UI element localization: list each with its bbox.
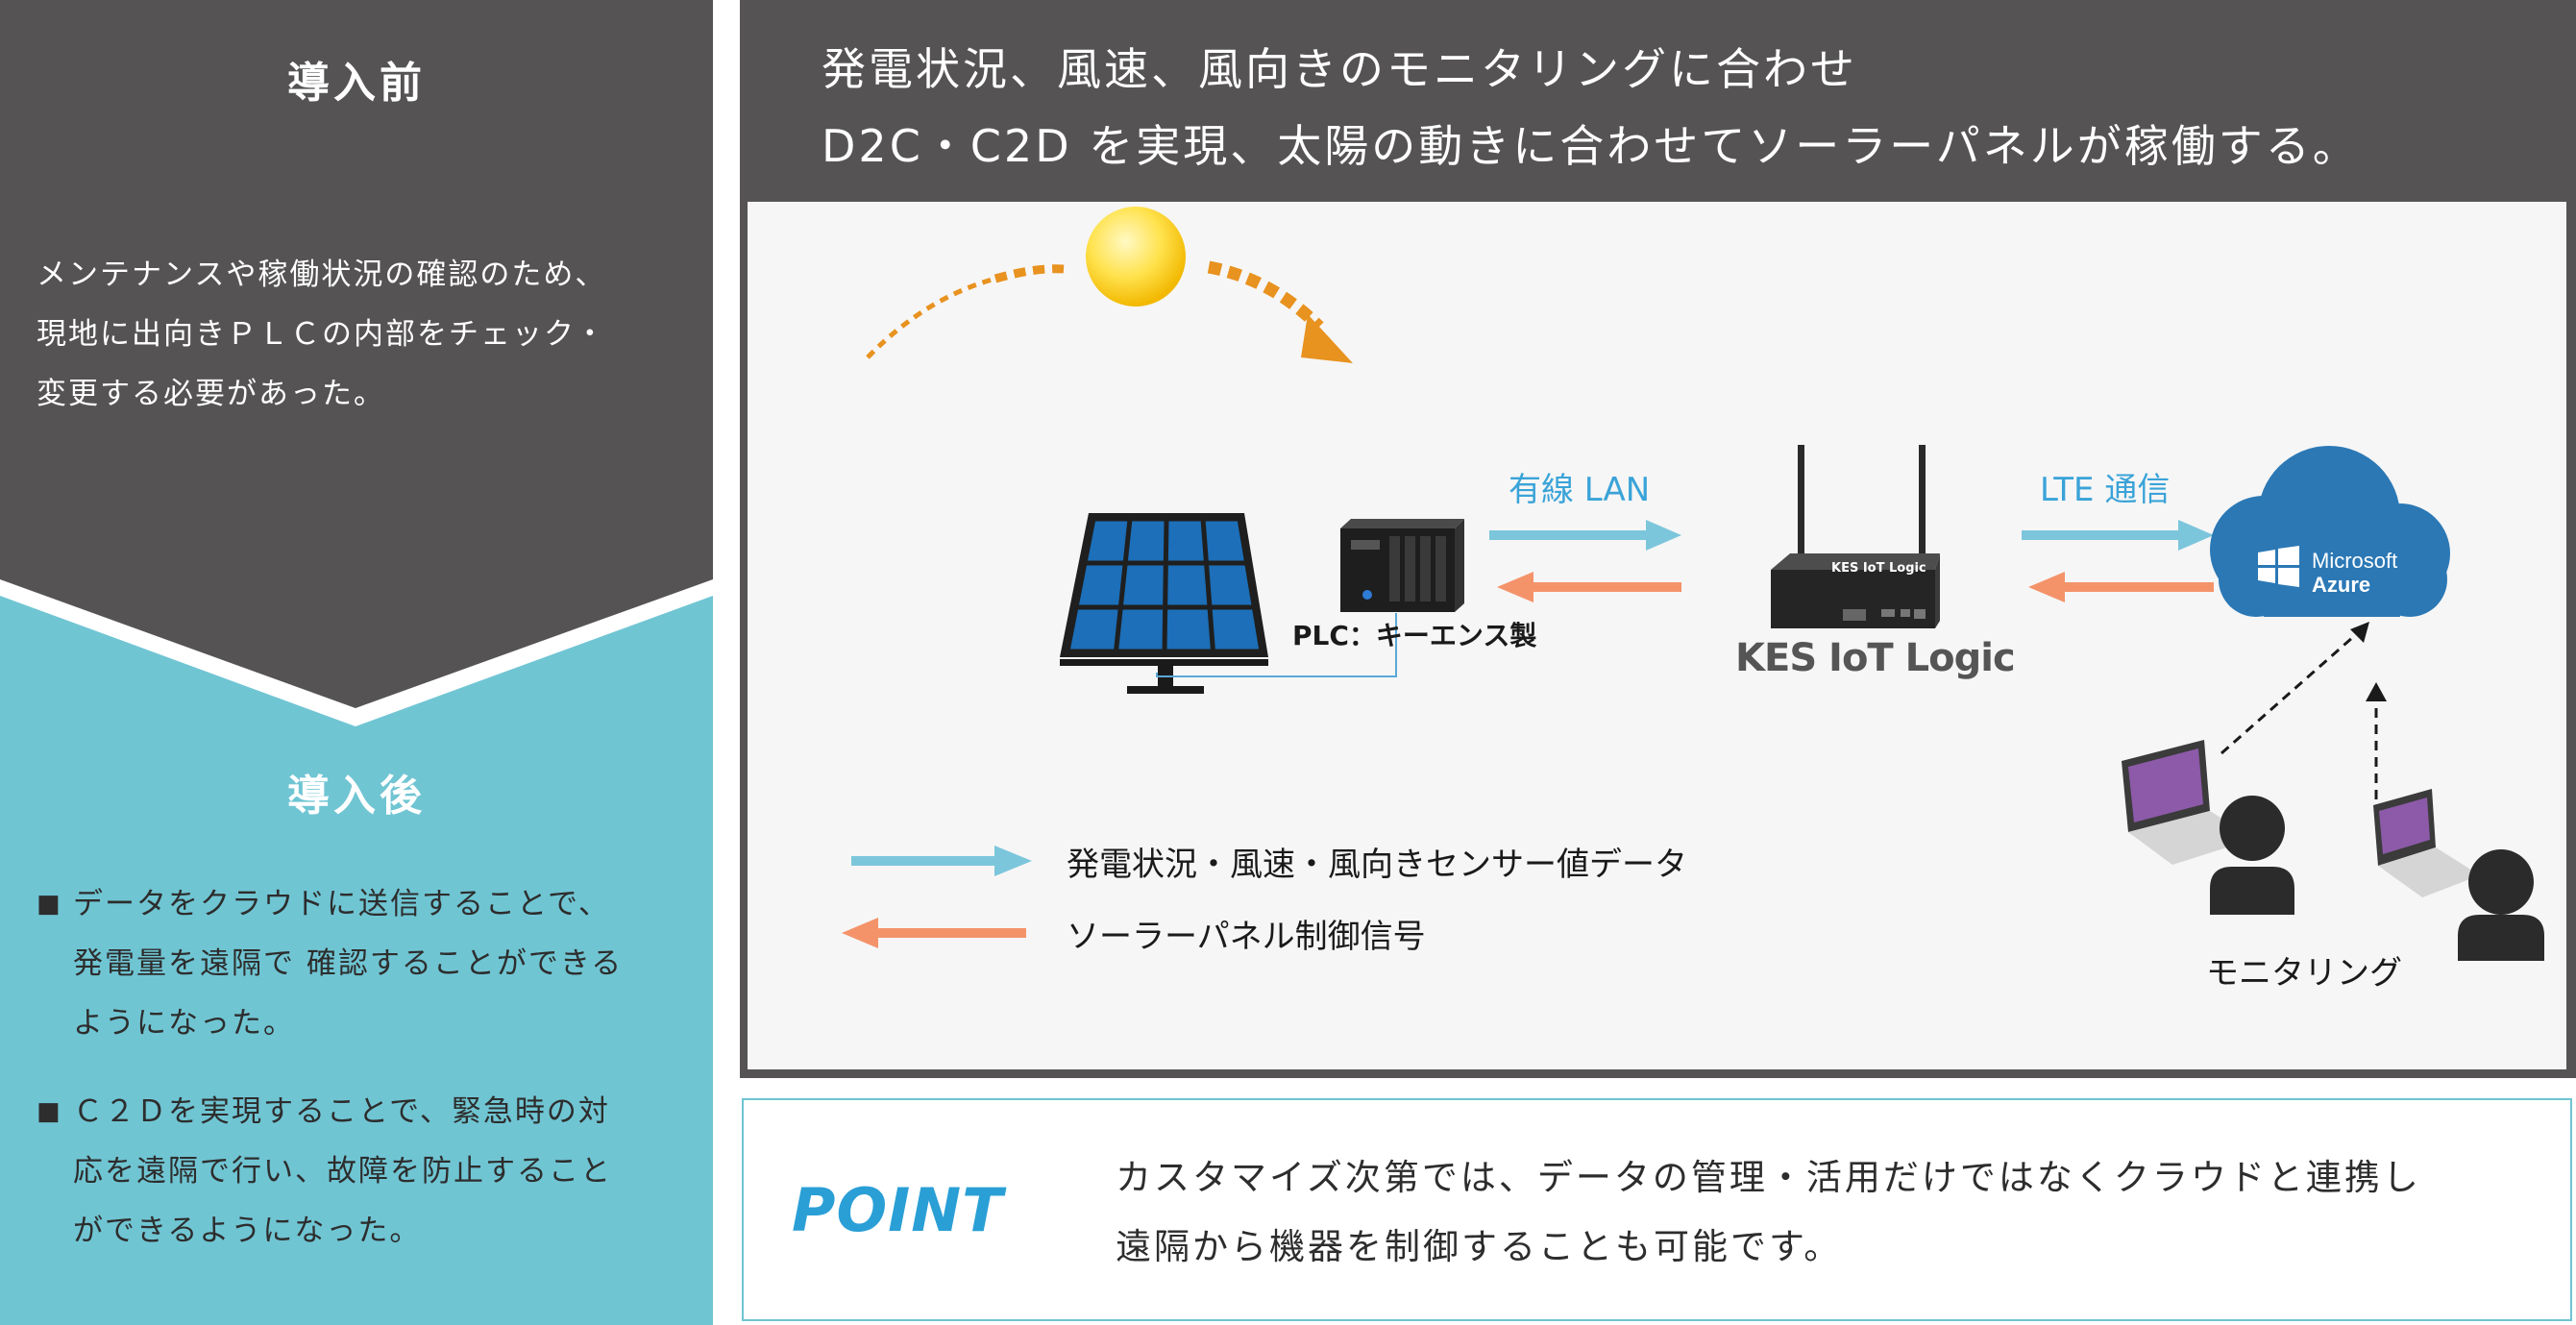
system-diagram: Microsoft Azure xyxy=(842,207,2544,961)
before-line: 変更する必要があった。 xyxy=(37,377,385,411)
lte-control-arrow xyxy=(2028,572,2214,602)
wired-lan-label: 有線 LAN xyxy=(1509,471,1651,509)
after-item: ■ Ｃ２Ｄを実現することで、緊急時の対 応を遠隔で行い、故障を防止すること がで… xyxy=(37,1082,699,1261)
point-line-2: 遠隔から機器を制御することも可能です。 xyxy=(1116,1226,1843,1267)
solar-panel-icon xyxy=(1060,513,1268,694)
after-title: 導入後 xyxy=(287,772,426,821)
monitor-dashed-arrow xyxy=(2366,682,2387,799)
wired-control-arrow xyxy=(1497,572,1681,602)
solar-cell xyxy=(1209,565,1252,605)
solar-cell xyxy=(1166,609,1211,650)
before-line: 現地に出向きＰＬＣの内部をチェック・ xyxy=(37,317,607,352)
solar-cell xyxy=(1167,521,1204,561)
person-icon xyxy=(2210,796,2294,915)
diagram-canvas: Microsoft Azure xyxy=(748,202,2566,1069)
solar-cell xyxy=(1127,521,1165,561)
monitor-dashed-arrow xyxy=(2220,622,2369,755)
diagram-panel: Microsoft Azure xyxy=(740,198,2576,1078)
laptop-icon xyxy=(2373,789,2480,897)
iot-gateway-icon xyxy=(1771,445,1940,628)
header-line-1: 発電状況、風速、風向きのモニタリングに合わせ xyxy=(822,43,1857,95)
solar-cell xyxy=(1087,521,1128,561)
solar-cell xyxy=(1078,565,1123,605)
windows-logo-icon xyxy=(2258,546,2299,587)
bullet-icon: ■ xyxy=(37,890,62,919)
bullet-icon: ■ xyxy=(37,1097,62,1126)
plc-label: PLC：キーエンス製 xyxy=(1292,620,1537,651)
cloud-label-microsoft: Microsoft xyxy=(2312,549,2397,573)
legend-data-label: 発電状況・風速・風向きセンサー値データ xyxy=(1067,846,1687,884)
lte-data-arrow xyxy=(2022,520,2214,551)
plc-icon xyxy=(1340,519,1464,612)
after-line: 応を遠隔で行い、故障を防止すること xyxy=(73,1154,612,1189)
legend-data-arrow xyxy=(851,846,1032,876)
after-line: ようになった。 xyxy=(73,1006,295,1041)
legend-control-label: ソーラーパネル制御信号 xyxy=(1067,918,1426,956)
person-icon xyxy=(2458,849,2544,961)
cloud-label-azure: Azure xyxy=(2312,573,2370,597)
before-panel xyxy=(0,0,713,708)
wired-data-arrow xyxy=(1489,520,1681,551)
before-title: 導入前 xyxy=(287,59,426,108)
solar-cell xyxy=(1212,609,1260,650)
sun-icon xyxy=(1086,207,1186,307)
solar-cell xyxy=(1123,565,1164,605)
point-line-1: カスタマイズ次第では、データの管理・活用だけではなくクラウドと連携し xyxy=(1116,1157,2421,1198)
after-item: ■ データをクラウドに送信することで、 発電量を遠隔で 確認することができる よ… xyxy=(37,874,699,1053)
cable-line xyxy=(1156,613,1397,677)
point-label: POINT xyxy=(792,1175,1004,1245)
sun-path-icon xyxy=(866,260,1353,363)
solar-cell xyxy=(1205,521,1244,561)
after-panel xyxy=(0,596,713,1325)
header-line-2: D2C・C2D を実現、太陽の動きに合わせてソーラーパネルが稼働する。 xyxy=(822,120,2360,172)
solar-cell xyxy=(1069,609,1118,650)
point-box: POINT カスタマイズ次第では、データの管理・活用だけではなくクラウドと連携し… xyxy=(742,1098,2572,1321)
after-line: Ｃ２Ｄを実現することで、緊急時の対 xyxy=(73,1094,610,1129)
lte-label: LTE 通信 xyxy=(2040,471,2171,509)
diagram-header: 発電状況、風速、風向きのモニタリングに合わせ D2C・C2D を実現、太陽の動き… xyxy=(740,0,2576,198)
after-line: 発電量を遠隔で 確認することができる xyxy=(73,946,624,981)
before-line: メンテナンスや稼働状況の確認のため、 xyxy=(37,258,607,292)
monitoring-label: モニタリング xyxy=(2206,954,2402,993)
left-column-background xyxy=(0,0,713,1325)
after-line: データをクラウドに送信することで、 xyxy=(73,887,610,921)
device-name-label: KES IoT Logic xyxy=(1735,636,2016,680)
after-line: ができるようになった。 xyxy=(73,1214,422,1248)
solar-cell xyxy=(1118,609,1164,650)
solar-cell xyxy=(1167,565,1208,605)
device-face-label: KES IoT Logic xyxy=(1831,561,1926,576)
legend-control-arrow xyxy=(842,918,1026,948)
before-description: メンテナンスや稼働状況の確認のため、 現地に出向きＰＬＣの内部をチェック・ 変更… xyxy=(37,245,699,424)
